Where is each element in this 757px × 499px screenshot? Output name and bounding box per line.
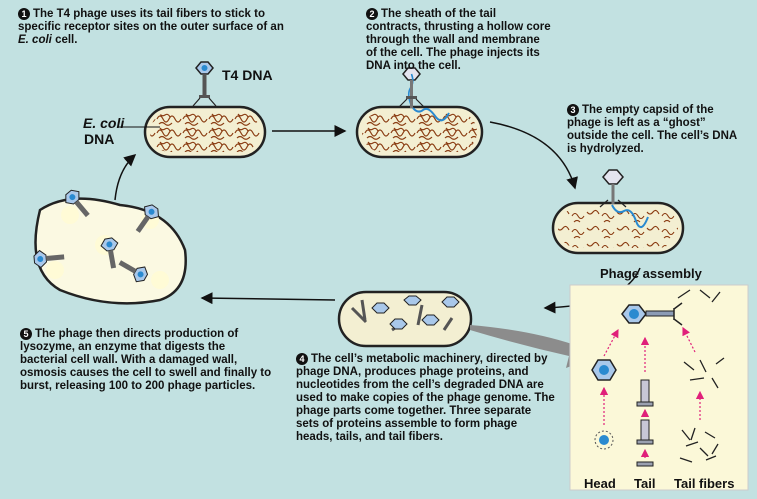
step-number-badge: 1 [18,8,30,20]
ecoli-label: E. coli [83,115,125,131]
ecoli-cell-4 [337,290,473,348]
phage-assembly-title: Phage assembly [600,266,702,281]
dna-label: DNA [84,131,115,147]
bursting-cell [33,189,187,305]
step-number-badge: 5 [20,328,32,340]
head-label: Head [584,476,616,491]
head-assembly-column [591,328,619,450]
step-number-badge: 2 [366,8,378,20]
tail-fibers-label: Tail fibers [674,476,735,491]
phage-ghost-icon [599,169,627,208]
ecoli-cell-3 [551,201,685,255]
step-number-badge: 3 [567,104,579,116]
ecoli-cell-1 [118,105,267,159]
t4-phage-icon [192,61,217,107]
arrow-step5-step1 [114,154,137,201]
tail-assembly-column [636,336,654,467]
step-number-badge: 4 [296,353,308,365]
t4-dna-label: T4 DNA [222,67,273,83]
t4-phage-injecting-icon [398,67,425,108]
tail-fibers-assembly-column [677,289,725,463]
ecoli-cell-2 [355,105,484,159]
arrow-step2-step3 [489,121,578,190]
assembly-arrow-icon [470,325,600,368]
tail-label: Tail [634,476,656,491]
arrow-step4-step5 [200,292,336,305]
released-phage-icon [33,189,160,283]
phage-assembly-panel [569,284,749,491]
